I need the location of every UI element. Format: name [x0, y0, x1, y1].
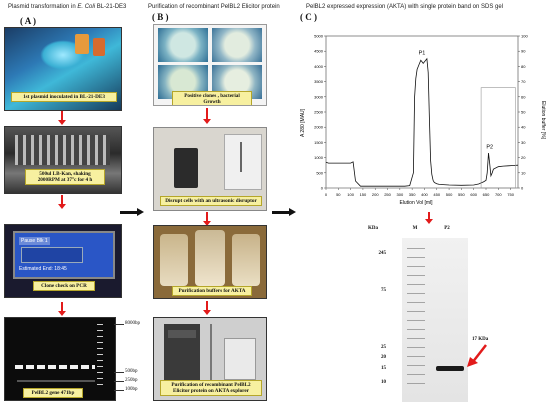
y-left-tick-label: 4000	[314, 64, 324, 69]
y-right-tick-label: 50	[521, 110, 526, 115]
x-tick-label: 700	[495, 192, 502, 197]
caption-plasmid: 1st plasmid inoculated in BL-21-DE3	[11, 92, 117, 102]
flow-arrow-b-to-c	[272, 208, 296, 216]
x-tick-label: 500	[446, 192, 453, 197]
flow-arrow-a-to-b	[120, 208, 144, 216]
arrow-down	[203, 212, 211, 226]
panel-b-title: Purification of recombinant PelBL2 Elici…	[148, 4, 280, 10]
x-tick-label: 750	[507, 192, 514, 197]
sonicator-photo: Disrupt cells with an ultrasonic disrupt…	[153, 127, 267, 211]
series-uv-a280-line	[325, 57, 519, 187]
caption-pcr: Clone check on PCR	[33, 281, 95, 291]
arrow-down	[425, 212, 433, 224]
kda-marker-25: 25	[381, 345, 386, 350]
marker-250bp: 250bp	[125, 378, 138, 383]
x-tick-label: 150	[360, 192, 367, 197]
kda-marker-10: 10	[381, 380, 386, 385]
y-left-tick-label: 2000	[314, 125, 324, 130]
plates-photo: Positive clones , bacterial Growth	[153, 24, 267, 106]
kda-marker-75: 75	[381, 288, 386, 293]
panel-a-label: ( A )	[20, 16, 37, 26]
y-right-tick-label: 80	[521, 64, 526, 69]
y-left-axis-label: A 280 [MAU]	[300, 108, 306, 137]
y-right-tick-label: 60	[521, 94, 526, 99]
plasmid-photo: 1st plasmid inoculated in BL-21-DE3	[4, 27, 122, 111]
series-elution-buffer-line	[326, 87, 518, 189]
y-left-tick-label: 3500	[314, 79, 324, 84]
panel-c-title: PelBL2 expressed expression (AKTA) with …	[306, 4, 503, 10]
caption-clones: Positive clones , bacterial Growth	[172, 91, 252, 105]
panel-c-label: ( C )	[300, 12, 317, 22]
y-right-tick-label: 10	[521, 170, 526, 175]
y-left-tick-label: 3000	[314, 94, 324, 99]
x-tick-label: 450	[433, 192, 440, 197]
pcr-screen-text: Pause Blk 1	[19, 237, 50, 245]
akta-photo: Purification of recombinant PelBL2 Elici…	[153, 317, 267, 401]
kda-title: KDa	[368, 226, 378, 231]
marker-8000bp: 8000bp	[125, 321, 140, 326]
x-tick-label: 50	[336, 192, 341, 197]
y-left-tick-label: 4500	[314, 49, 324, 54]
sds-gel	[402, 238, 468, 402]
y-right-tick-label: 90	[521, 49, 526, 54]
x-tick-label: 100	[347, 192, 354, 197]
y-right-tick-label: 20	[521, 155, 526, 160]
lane-label-p2: P2	[444, 226, 450, 231]
buffers-photo: Purification buffers for AKTA	[153, 225, 267, 299]
agarose-gel-photo: PelBL2 gene 471bp	[4, 317, 116, 401]
y-left-tick-label: 0	[321, 186, 324, 191]
shaker-photo: 500ul LB-Kan, shaking 2000RPM at 37°c fo…	[4, 126, 122, 194]
kda-marker-15: 15	[381, 366, 386, 371]
arrow-down	[203, 108, 211, 124]
kda-marker-245: 245	[378, 251, 387, 256]
y-right-tick-label: 100	[521, 34, 528, 39]
y-left-tick-label: 5000	[314, 34, 324, 39]
marker-100bp: 100bp	[125, 387, 138, 392]
x-tick-label: 200	[372, 192, 379, 197]
caption-buffers: Purification buffers for AKTA	[172, 286, 252, 296]
y-left-tick-label: 1000	[314, 155, 324, 160]
arrow-down	[58, 195, 66, 209]
peak-label-1: P1	[419, 50, 426, 56]
y-right-tick-label: 40	[521, 125, 526, 130]
plot-frame	[325, 35, 519, 189]
marker-500bp: 500bp	[125, 369, 138, 374]
panel-a-title: Plasmid transformation in E. Coli BL-21-…	[8, 4, 127, 10]
x-tick-label: 550	[458, 192, 465, 197]
panel-b-label: ( B )	[152, 12, 169, 22]
y-left-tick-label: 2500	[314, 110, 324, 115]
band-label-17kda: 17 KDa	[472, 337, 489, 342]
y-left-tick-label: 1500	[314, 140, 324, 145]
pcr-photo: Pause Blk 1 Estimated End: 18:45 Clone c…	[4, 224, 122, 298]
y-left-tick-label: 500	[316, 170, 323, 175]
x-tick-label: 350	[409, 192, 416, 197]
x-tick-label: 650	[483, 192, 490, 197]
x-axis-label: Elution Vol [ml]	[399, 200, 433, 206]
band-pointer-arrow	[467, 344, 487, 367]
caption-shaker: 500ul LB-Kan, shaking 2000RPM at 37°c fo…	[25, 169, 105, 185]
x-tick-label: 600	[470, 192, 477, 197]
arrow-down	[58, 111, 66, 125]
y-right-axis-label: Elution buffer [%]	[540, 101, 546, 140]
arrow-down	[203, 301, 211, 315]
x-tick-label: 300	[397, 192, 404, 197]
akta-chromatogram: A 280 [MAU] Elution buffer [%] Elution V…	[300, 34, 546, 207]
y-right-tick-label: 30	[521, 140, 526, 145]
lane-label-m: M	[412, 226, 418, 231]
y-right-tick-label: 0	[521, 186, 524, 191]
caption-disrupt: Disrupt cells with an ultrasonic disrupt…	[160, 196, 262, 206]
x-tick-label: 0	[325, 192, 328, 197]
caption-gene: PelBL2 gene 471bp	[23, 388, 83, 398]
peak-label-2: P2	[486, 145, 493, 151]
caption-akta: Purification of recombinant PelBL2 Elici…	[160, 380, 262, 396]
kda-marker-20: 20	[381, 355, 386, 360]
arrow-down	[58, 302, 66, 316]
pcr-screen-end: Estimated End: 18:45	[19, 266, 67, 272]
x-tick-label: 400	[421, 192, 428, 197]
x-tick-label: 250	[384, 192, 391, 197]
y-right-tick-label: 70	[521, 79, 526, 84]
